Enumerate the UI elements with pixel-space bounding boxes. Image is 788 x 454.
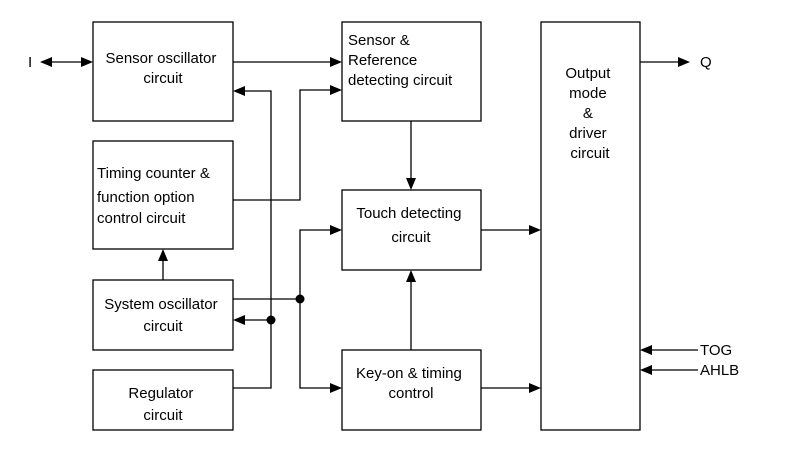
regulator-label: Regulator circuit	[128, 385, 197, 424]
sensor-reference-block	[341, 21, 482, 122]
pin-tog-label: TOG	[700, 342, 732, 359]
wire-timing-to-ref	[233, 89, 330, 201]
arrow-into-keyon	[330, 383, 342, 393]
arrow-into-touch	[406, 178, 416, 190]
regulator-block	[92, 369, 234, 431]
arrow-into-timing	[158, 249, 168, 261]
sensor-oscillator-block	[92, 21, 234, 122]
wire-regulator-supply	[233, 90, 272, 389]
arrow-into-output-upper	[529, 225, 541, 235]
arrow-into-sensor-osc	[81, 57, 93, 67]
arrow-into-sensor-ref	[330, 57, 342, 67]
system-oscillator-block	[92, 279, 234, 351]
arrow-into-sysosc-supply	[233, 315, 245, 325]
touch-detecting-block	[341, 189, 482, 271]
pin-i-label: I	[28, 54, 32, 71]
junction-dot-supply	[266, 315, 276, 325]
wire-bus-to-keyon	[299, 299, 330, 389]
timing-counter-block	[92, 140, 234, 250]
key-on-timing-block	[341, 349, 482, 431]
arrow-tog-into-output	[640, 345, 652, 355]
connections	[40, 57, 698, 393]
arrow-to-pin-q	[678, 57, 690, 67]
pin-q-label: Q	[700, 54, 712, 71]
output-driver-block	[540, 21, 641, 431]
arrow-to-pin-i	[40, 57, 52, 67]
arrow-into-output-lower	[529, 383, 541, 393]
pin-ahlb-label: AHLB	[700, 362, 739, 379]
output-driver-label: Output mode & driver circuit	[565, 65, 614, 162]
junction-dot-bus	[295, 294, 305, 304]
touch-detecting-label: Touch detecting circuit	[356, 205, 465, 246]
arrow-ahlb-into-output	[640, 365, 652, 375]
timing-counter-label: Timing counter & function option control…	[97, 165, 214, 227]
sensor-oscillator-label: Sensor oscillator circuit	[105, 50, 220, 87]
arrow-into-touch-bottom	[406, 270, 416, 282]
arrow-into-sensor-osc-supply	[233, 86, 245, 96]
key-on-timing-label: Key-on & timing control	[356, 365, 466, 402]
system-oscillator-label: System oscillator circuit	[104, 296, 222, 335]
arrow-into-touch-left	[330, 225, 342, 235]
wire-bus-to-touch	[299, 229, 330, 299]
sensor-reference-label: Sensor & Reference detecting circuit	[348, 32, 453, 89]
arrow-into-sensor-ref-lower	[330, 85, 342, 95]
